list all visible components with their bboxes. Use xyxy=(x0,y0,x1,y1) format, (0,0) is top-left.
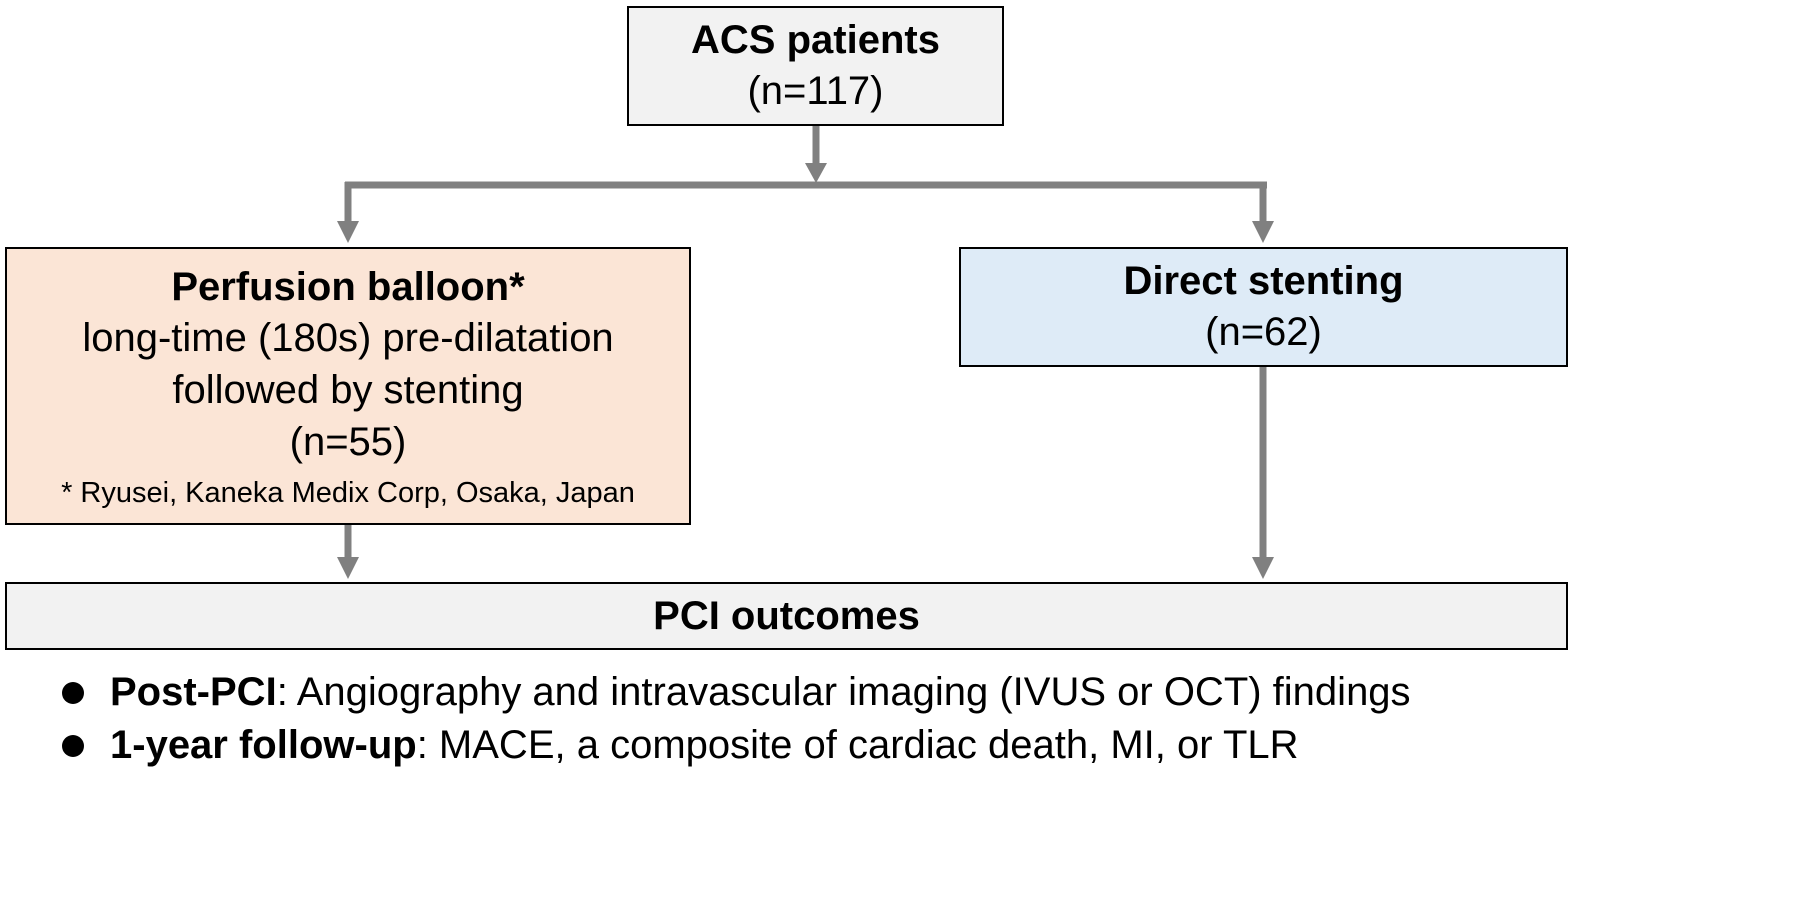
node-direct-count: (n=62) xyxy=(1205,310,1322,354)
node-perfusion-title: Perfusion balloon* xyxy=(171,265,525,309)
outcomes-list: Post-PCI: Angiography and intravascular … xyxy=(62,666,1411,772)
outcome-item: 1-year follow-up: MACE, a composite of c… xyxy=(62,719,1411,772)
arrowhead-to-right xyxy=(1252,221,1274,243)
node-pci-outcomes: PCI outcomes xyxy=(5,582,1568,650)
node-perfusion-line-1: long-time (180s) pre-dilatation xyxy=(82,316,614,360)
node-direct-stenting: Direct stenting (n=62) xyxy=(959,247,1568,367)
node-acs-patients: ACS patients (n=117) xyxy=(627,6,1004,126)
node-perfusion-balloon: Perfusion balloon* long-time (180s) pre-… xyxy=(5,247,691,525)
outcome-label: Post-PCI xyxy=(110,670,277,714)
arrowhead-left-to-bottom xyxy=(337,557,359,579)
outcome-text: : MACE, a composite of cardiac death, MI… xyxy=(416,723,1299,767)
node-perfusion-footnote: * Ryusei, Kaneka Medix Corp, Osaka, Japa… xyxy=(61,477,635,509)
node-pci-title: PCI outcomes xyxy=(653,594,920,638)
node-perfusion-count: (n=55) xyxy=(289,420,407,464)
node-acs-title: ACS patients xyxy=(691,18,940,62)
arrowhead-right-to-bottom xyxy=(1252,557,1274,579)
bullet-icon xyxy=(62,734,84,757)
arrowhead-to-left xyxy=(337,221,359,243)
node-acs-count: (n=117) xyxy=(747,69,884,113)
arrowhead-stem xyxy=(805,163,827,183)
outcome-label: 1-year follow-up xyxy=(110,723,417,767)
node-direct-title: Direct stenting xyxy=(1123,259,1404,303)
outcome-text: : Angiography and intravascular imaging … xyxy=(276,670,1411,714)
node-perfusion-line-2: followed by stenting xyxy=(172,368,524,412)
bullet-icon xyxy=(62,681,84,704)
outcome-item: Post-PCI: Angiography and intravascular … xyxy=(62,666,1411,719)
